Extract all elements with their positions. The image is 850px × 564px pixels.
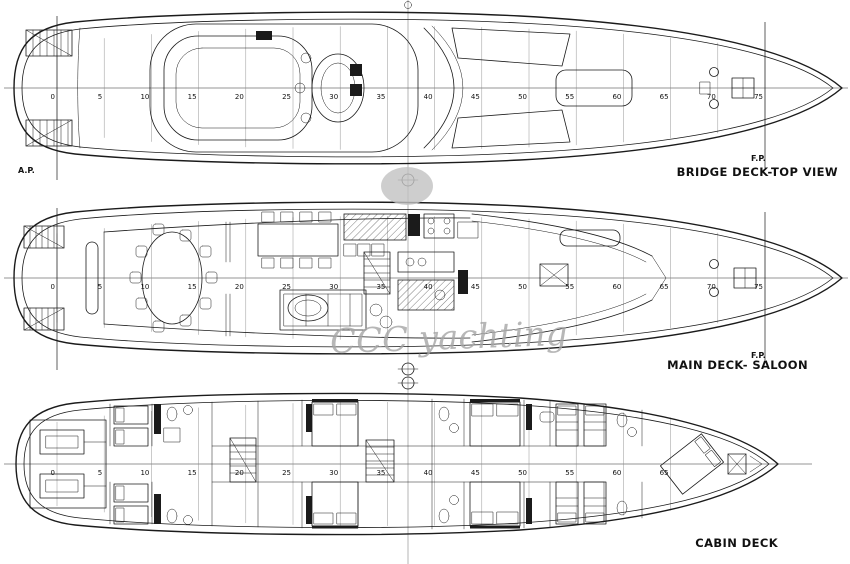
station-number: 10 xyxy=(140,469,149,477)
foredeck-hatch xyxy=(539,263,569,287)
section-marker-top-icon xyxy=(404,1,412,9)
cabin-deck-label: CABIN DECK xyxy=(695,536,778,550)
section-marker-top-icon xyxy=(397,376,419,390)
station-number: 45 xyxy=(471,469,480,477)
saloon-door-bulkhead xyxy=(225,221,231,337)
station-number: 65 xyxy=(660,283,669,291)
station-number: 5 xyxy=(98,93,102,101)
station-number: 55 xyxy=(565,469,574,477)
station-number: 75 xyxy=(754,283,763,291)
bathroom-fixtures xyxy=(163,405,637,525)
station-number: 30 xyxy=(329,283,338,291)
station-number: 35 xyxy=(376,469,385,477)
station-number: 50 xyxy=(518,469,527,477)
stern-stairs-starboard xyxy=(23,307,65,331)
superstructure-walls xyxy=(103,217,471,339)
anchor-windlass xyxy=(709,259,757,297)
station-number: 0 xyxy=(51,283,55,291)
transom-line xyxy=(77,27,81,149)
station-number: 15 xyxy=(188,283,197,291)
mast-equipment xyxy=(256,31,362,96)
guest-cabin-bed-1-bottom xyxy=(311,481,359,529)
section-marker-bottom-icon xyxy=(397,362,419,376)
bridge-deck-label: BRIDGE DECK-TOP VIEW xyxy=(677,165,838,179)
station-number: 0 xyxy=(51,93,55,101)
fp-label: F.P. xyxy=(751,154,766,163)
station-number: 50 xyxy=(518,283,527,291)
hull-outline xyxy=(13,201,843,355)
station-number: 45 xyxy=(471,283,480,291)
station-number: 0 xyxy=(51,469,55,477)
fp-label: F.P. xyxy=(751,351,766,360)
stairs-aft xyxy=(229,437,257,483)
station-number: 25 xyxy=(282,283,291,291)
stern-stairs-starboard xyxy=(25,119,73,147)
anchor-windlass xyxy=(699,67,755,109)
station-number: 65 xyxy=(660,93,669,101)
station-number: 30 xyxy=(329,93,338,101)
station-number: 50 xyxy=(518,93,527,101)
station-number: 10 xyxy=(140,93,149,101)
crew-bunks xyxy=(113,405,149,525)
station-number: 30 xyxy=(329,469,338,477)
station-number: 20 xyxy=(235,93,244,101)
ap-label: A.P. xyxy=(18,166,35,175)
station-number: 60 xyxy=(612,469,621,477)
station-number: 60 xyxy=(612,283,621,291)
station-number: 5 xyxy=(98,283,102,291)
station-number: 70 xyxy=(707,283,716,291)
galley xyxy=(343,213,479,311)
watermark-text: CCC yachting xyxy=(329,313,569,363)
windscreen-arc xyxy=(423,25,464,151)
twin-cabin-beds-top xyxy=(555,403,607,447)
guest-cabin-bed-1-top xyxy=(311,399,359,447)
saloon-sofa xyxy=(279,289,393,331)
aft-dining-table xyxy=(129,223,218,333)
station-number: 15 xyxy=(188,469,197,477)
foredeck-seating xyxy=(451,27,633,149)
windshield xyxy=(471,213,667,343)
stern-stairs-port xyxy=(23,225,65,249)
bridge-deck-plan: 0 5 10 15 20 25 30 35 40 45 50 55 60 65 70 75 xyxy=(4,0,848,188)
corridor xyxy=(211,445,605,483)
station-number: 55 xyxy=(565,283,574,291)
station-number: 60 xyxy=(612,93,621,101)
master-cabin-bed xyxy=(660,433,724,495)
stern-stairs-port xyxy=(25,29,73,57)
engine-room xyxy=(29,419,107,509)
watermark-logo-icon xyxy=(381,167,433,205)
hull-outline xyxy=(15,392,779,536)
station-number: 25 xyxy=(282,469,291,477)
station-number: 15 xyxy=(188,93,197,101)
twin-cabin-beds-bottom xyxy=(555,481,607,525)
stairs-fwd xyxy=(365,439,395,483)
station-number: 20 xyxy=(235,283,244,291)
station-number: 25 xyxy=(282,93,291,101)
station-number: 40 xyxy=(424,93,433,101)
hull-outline xyxy=(13,11,843,165)
station-number: 75 xyxy=(754,93,763,101)
station-number: 5 xyxy=(98,469,102,477)
station-number: 10 xyxy=(140,283,149,291)
foredeck-bench xyxy=(559,229,621,247)
station-number: 65 xyxy=(660,469,669,477)
wardrobes xyxy=(154,404,532,524)
station-number: 45 xyxy=(471,93,480,101)
vip-cabin-bed-bottom xyxy=(469,481,521,529)
vip-cabin-bed-top xyxy=(469,399,521,447)
aft-deck-bench xyxy=(85,241,99,315)
station-number: 55 xyxy=(565,93,574,101)
station-number: 70 xyxy=(707,93,716,101)
station-number: 40 xyxy=(424,469,433,477)
main-deck-label: MAIN DECK- SALOON xyxy=(667,358,808,372)
stairs-to-bridge xyxy=(363,251,391,295)
station-number: 35 xyxy=(376,93,385,101)
saloon-dining-table xyxy=(257,211,339,269)
bow-locker xyxy=(727,453,763,475)
flybridge-bar-table xyxy=(294,52,365,124)
